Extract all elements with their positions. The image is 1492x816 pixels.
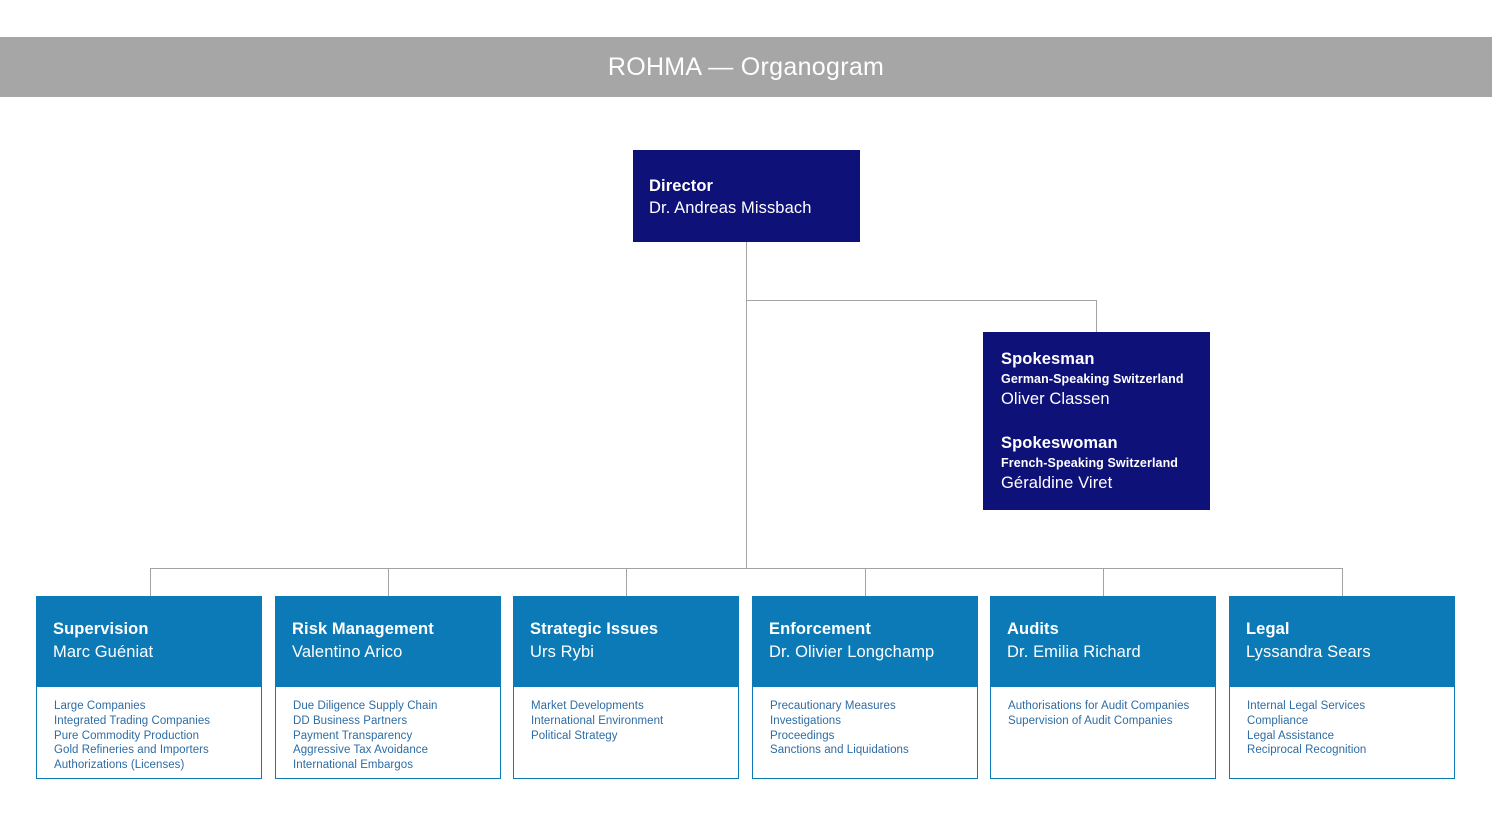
department-lead: Marc Guéniat [53, 643, 154, 661]
title-bar: ROHMA — Organogram [0, 37, 1492, 97]
department-title: Legal [1246, 620, 1290, 638]
spokeswoman-region: French-Speaking Switzerland [1001, 456, 1179, 470]
department-task-item: Precautionary Measures [770, 700, 896, 712]
page-title: ROHMA — Organogram [607, 52, 885, 81]
department-task-item: Supervision of Audit Companies [1008, 714, 1173, 727]
connector-spokesman-drop [1096, 300, 1097, 332]
department-task-item: Internal Legal Services [1247, 700, 1366, 712]
connector-drop-legal [1342, 568, 1343, 596]
department-task-item: Aggressive Tax Avoidance [293, 744, 429, 757]
director-name: Dr. Andreas Missbach [649, 199, 812, 217]
director-box[interactable]: Director Dr. Andreas Missbach [633, 150, 860, 242]
connector-drop-enforcement [865, 568, 866, 596]
spokesman-role: Spokesman [1001, 350, 1095, 368]
department-title: Risk Management [292, 620, 434, 638]
spokeswoman-name: Géraldine Viret [1001, 474, 1113, 492]
spokespersons-box[interactable]: Spokesman German-Speaking Switzerland Ol… [983, 332, 1210, 510]
spokesman-name: Oliver Classen [1001, 390, 1110, 408]
department-title: Audits [1007, 620, 1059, 638]
department-task-item: Large Companies [54, 700, 146, 712]
director-role: Director [649, 177, 714, 195]
department-tasks-risk-management: Due Diligence Supply Chain DD Business Pa… [275, 687, 501, 779]
connector-director-stem [746, 242, 747, 301]
spokeswoman-role: Spokeswoman [1001, 434, 1118, 452]
department-lead: Urs Rybi [530, 643, 595, 661]
department-task-item: International Embargos [293, 759, 414, 772]
department-lead: Valentino Arico [292, 643, 403, 661]
connector-drop-audits [1103, 568, 1104, 596]
connector-spokesman-horizontal [746, 300, 1097, 301]
connector-department-stem [746, 300, 747, 568]
department-task-item: International Environment [531, 714, 664, 727]
connector-drop-strategic-issues [626, 568, 627, 596]
connector-drop-risk-management [388, 568, 389, 596]
connector-drop-supervision [150, 568, 151, 596]
department-task-item: Pure Commodity Production [54, 729, 200, 742]
department-lead: Dr. Emilia Richard [1007, 643, 1141, 661]
department-task-item: Authorisations for Audit Companies [1008, 700, 1190, 712]
department-title: Strategic Issues [530, 620, 659, 638]
department-task-item: Investigations [770, 714, 842, 727]
spokesman-group: Spokesman German-Speaking Switzerland Ol… [1001, 348, 1210, 410]
department-task-item: DD Business Partners [293, 714, 408, 727]
department-lead: Lyssandra Sears [1246, 643, 1371, 661]
department-task-item: Authorizations (Licenses) [54, 759, 185, 772]
department-task-item: Due Diligence Supply Chain [293, 700, 438, 712]
department-task-item: Compliance [1247, 714, 1309, 727]
spokesman-region: German-Speaking Switzerland [1001, 372, 1184, 386]
department-task-item: Sanctions and Liquidations [770, 744, 909, 757]
department-title: Enforcement [769, 620, 871, 638]
department-lead: Dr. Olivier Longchamp [769, 643, 935, 661]
spokes-spacer [1001, 410, 1210, 432]
department-task-item: Gold Refineries and Importers [54, 744, 209, 757]
department-task-item: Reciprocal Recognition [1247, 744, 1367, 757]
department-task-item: Political Strategy [531, 729, 618, 742]
department-task-item: Payment Transparency [293, 729, 413, 742]
department-task-item: Proceedings [770, 729, 835, 742]
spokeswoman-group: Spokeswoman French-Speaking Switzerland … [1001, 432, 1210, 494]
department-task-item: Integrated Trading Companies [54, 714, 211, 727]
connector-department-bus [150, 568, 1343, 569]
department-task-item: Legal Assistance [1247, 729, 1335, 742]
department-title: Supervision [53, 620, 149, 638]
department-task-item: Market Developments [531, 700, 644, 712]
